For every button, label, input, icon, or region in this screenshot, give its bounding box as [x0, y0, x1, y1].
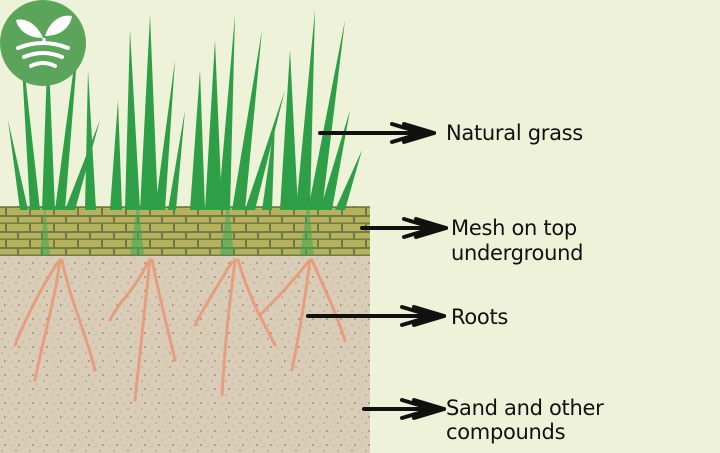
label-natural-grass: Natural grass [446, 121, 583, 145]
label-mesh-line1: Mesh on top [451, 216, 577, 240]
sprout-wifi-icon [0, 0, 86, 86]
arrow-sand [362, 398, 446, 420]
grass-overlap-blades [40, 200, 314, 255]
label-sand-line2: compounds [446, 420, 566, 444]
arrow-mesh [360, 217, 448, 239]
arrow-roots [306, 305, 446, 327]
arrow-grass [318, 122, 436, 144]
label-roots: Roots [451, 305, 509, 329]
mesh-layer [0, 206, 370, 256]
soil-layer [0, 256, 370, 453]
roots-group [13, 258, 347, 402]
label-mesh-line2: underground [451, 241, 584, 265]
label-sand-line1: Sand and other [446, 396, 604, 420]
arrows-group [306, 122, 448, 420]
